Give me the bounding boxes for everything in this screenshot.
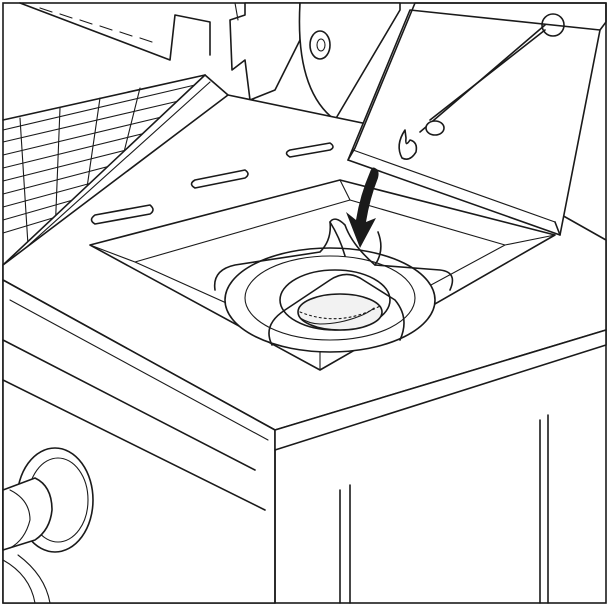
control-knob[interactable] (2, 447, 94, 553)
side-burner-lid (347, 2, 607, 236)
vent-slot (190, 169, 249, 189)
cabinet-lower-edge (2, 554, 51, 604)
vent-slot (90, 204, 154, 225)
grill-lid (298, 2, 401, 121)
warming-rack (19, 2, 211, 61)
arrow-icon (346, 167, 379, 248)
lid-hinge (229, 2, 301, 101)
flame-icon (398, 129, 418, 160)
pot-support (213, 218, 454, 346)
burner (224, 247, 436, 353)
vent-slot (285, 142, 334, 158)
match-holder-icon (419, 13, 565, 136)
